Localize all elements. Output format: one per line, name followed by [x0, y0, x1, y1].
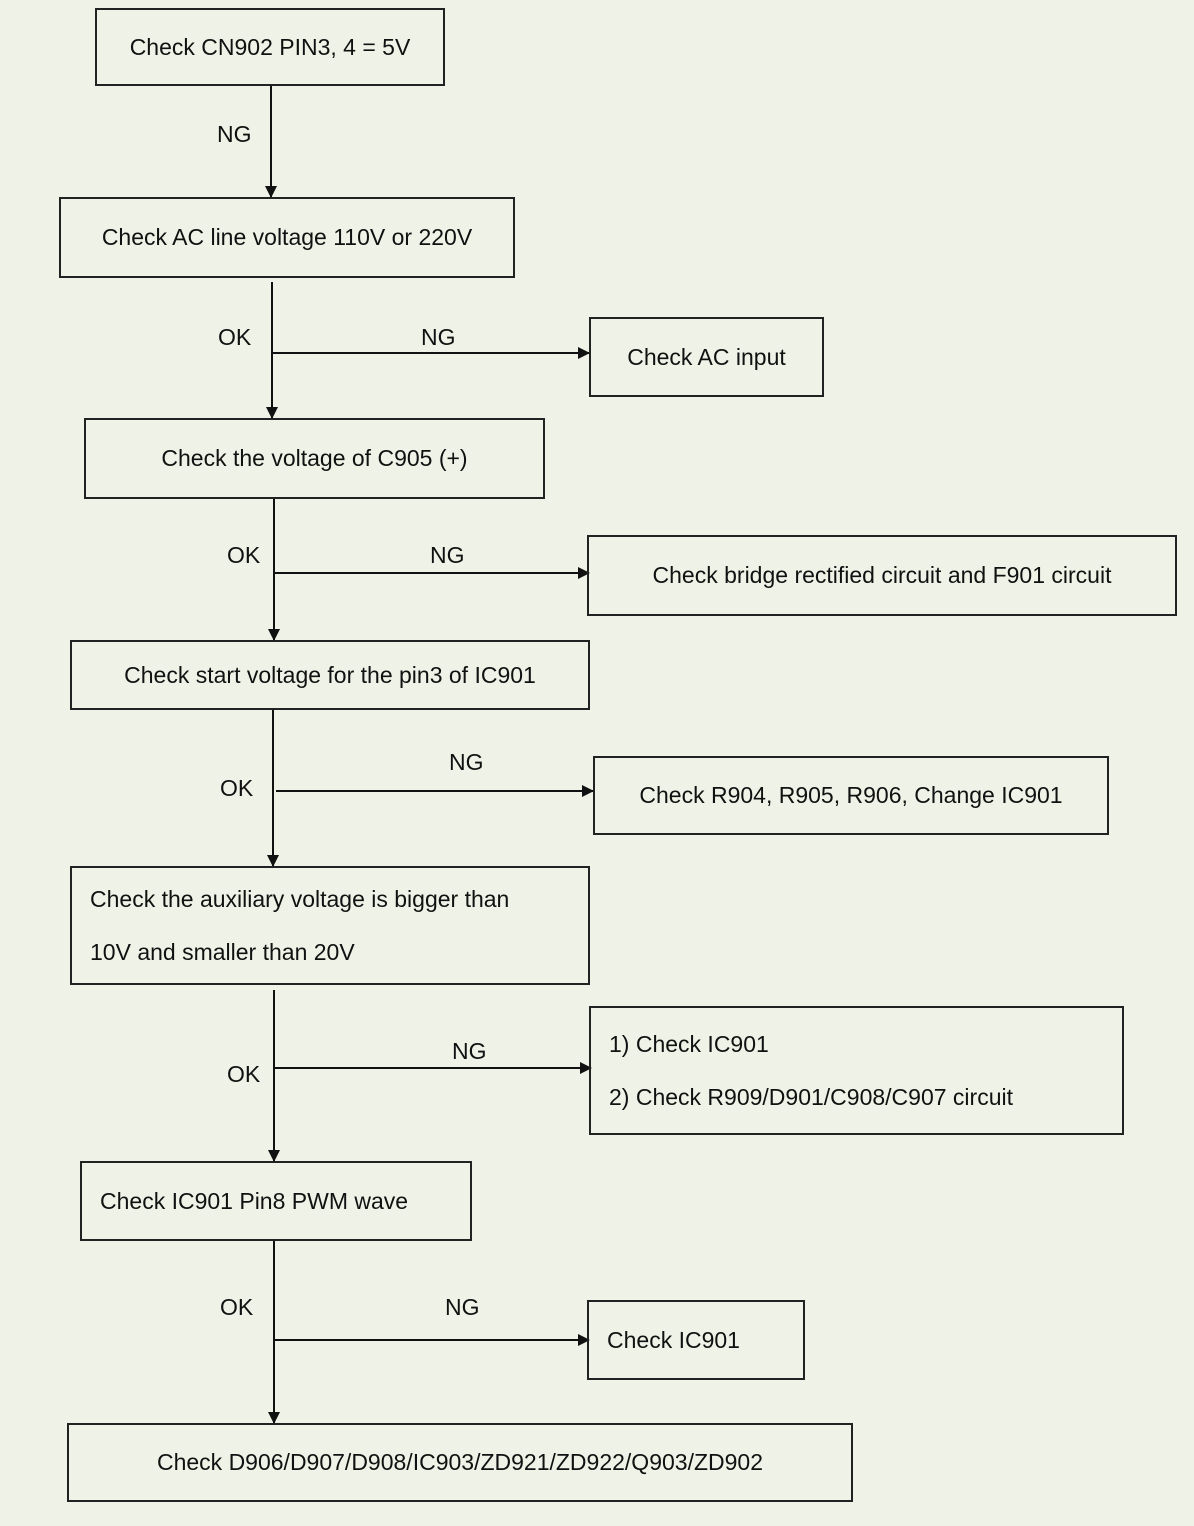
branch-label-line2: 2) Check R909/D901/C908/C907 circuit [609, 1083, 1013, 1110]
step-label: Check the voltage of C905 (+) [161, 445, 468, 471]
branch-label: Check bridge rectified circuit and F901 … [652, 562, 1112, 588]
step-label: Check CN902 PIN3, 4 = 5V [129, 33, 411, 60]
step-check-ac-line: Check AC line voltage 110V or 220V [59, 197, 515, 278]
branch-check-r904-r906: Check R904, R905, R906, Change IC901 [593, 756, 1109, 835]
label-ng-5: NG [452, 1038, 487, 1064]
label-ok-2: OK [218, 324, 252, 350]
step-label-line1: Check the auxiliary voltage is bigger th… [90, 885, 510, 912]
label-ng-1: NG [217, 121, 252, 147]
label-ng-2: NG [421, 324, 456, 350]
step-check-cn902: Check CN902 PIN3, 4 = 5V [95, 8, 445, 86]
branch-label: Check AC input [627, 343, 786, 370]
branch-check-ac-input: Check AC input [589, 317, 824, 397]
step-label: Check AC line voltage 110V or 220V [101, 224, 473, 250]
branch-label: Check R904, R905, R906, Change IC901 [639, 782, 1063, 808]
step-label-line2: 10V and smaller than 20V [90, 938, 355, 965]
step-label: Check start voltage for the pin3 of IC90… [124, 661, 536, 688]
branch-label: Check IC901 [607, 1326, 740, 1353]
step-check-auxiliary-voltage: Check the auxiliary voltage is bigger th… [70, 866, 590, 985]
step-label: Check IC901 Pin8 PWM wave [100, 1187, 409, 1214]
step-check-start-voltage: Check start voltage for the pin3 of IC90… [70, 640, 590, 710]
branch-check-ic901: Check IC901 [587, 1300, 805, 1380]
label-ng-3: NG [430, 542, 465, 568]
label-ok-3: OK [227, 542, 261, 568]
step-check-final-components: Check D906/D907/D908/IC903/ZD921/ZD922/Q… [67, 1423, 853, 1502]
step-label: Check D906/D907/D908/IC903/ZD921/ZD922/Q… [156, 1449, 763, 1475]
branch-check-ic901-and-circuit: 1) Check IC901 2) Check R909/D901/C908/C… [589, 1006, 1124, 1135]
step-check-c905: Check the voltage of C905 (+) [84, 418, 545, 499]
branch-check-bridge-rectified: Check bridge rectified circuit and F901 … [587, 535, 1177, 616]
label-ng-4: NG [449, 749, 484, 775]
label-ok-4: OK [220, 775, 254, 801]
label-ok-6: OK [220, 1294, 254, 1320]
label-ok-5: OK [227, 1061, 261, 1087]
label-ng-6: NG [445, 1294, 480, 1320]
step-check-pwm-wave: Check IC901 Pin8 PWM wave [80, 1161, 472, 1241]
branch-label-line1: 1) Check IC901 [609, 1030, 769, 1057]
